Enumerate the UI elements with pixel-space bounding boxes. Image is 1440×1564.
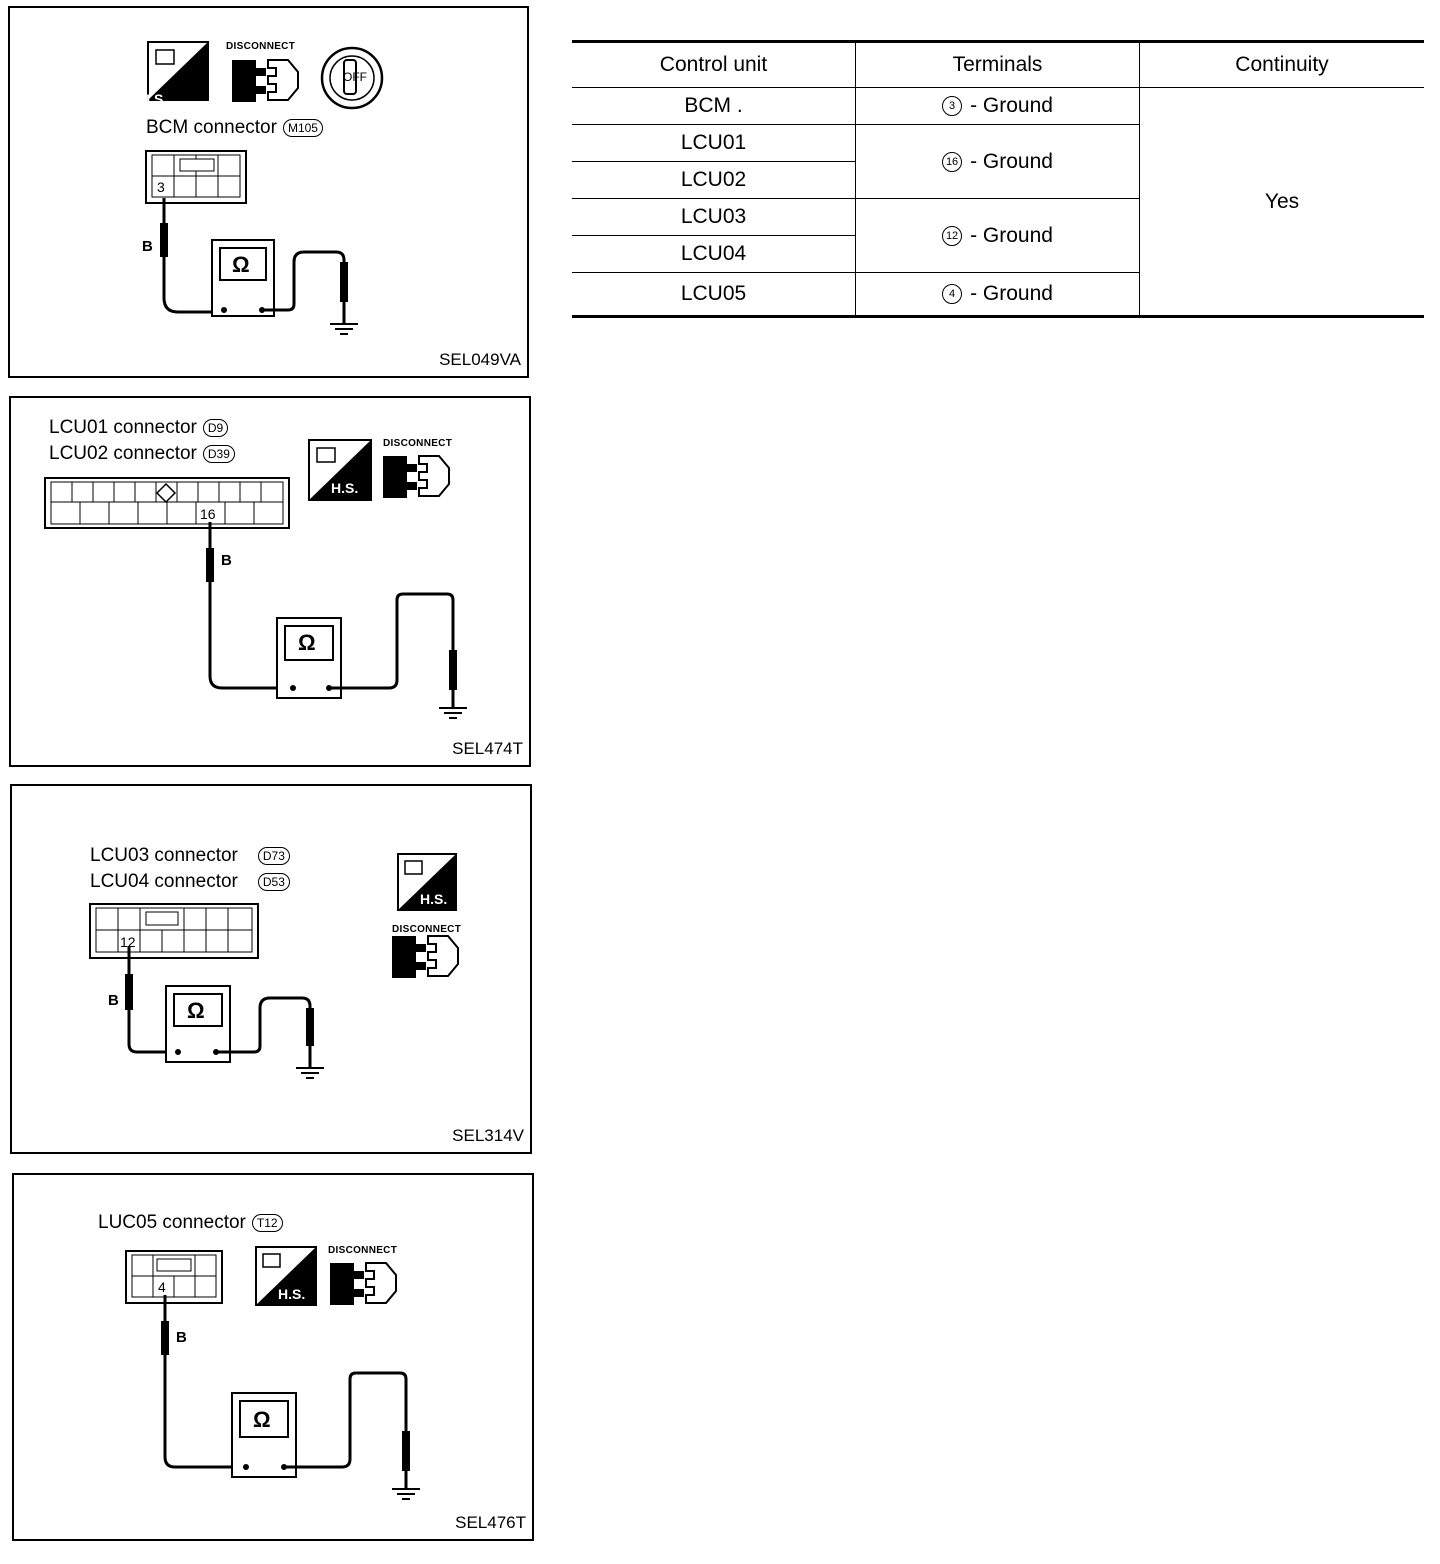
cell-unit: LCU01 — [572, 124, 856, 162]
cell-unit: LCU05 — [572, 272, 856, 317]
cell-terminal: 4- Ground — [855, 272, 1140, 317]
ohmmeter — [165, 985, 231, 1063]
disconnect-icon — [392, 935, 459, 978]
cell-terminal: 12- Ground — [855, 198, 1140, 273]
diagram-drawing — [44, 439, 467, 719]
ground-symbol — [392, 1488, 420, 1500]
ground-symbol — [296, 1067, 324, 1079]
bcm-connector-shape — [145, 150, 247, 204]
diagram-drawing — [89, 853, 459, 1079]
connector-id-badge: D53 — [257, 872, 290, 891]
disconnect-label: DISCONNECT — [392, 924, 462, 935]
continuity-table: Control unit Terminals Continuity BCM . … — [572, 40, 1424, 318]
hs-label: H.S. — [278, 1286, 306, 1302]
key-off-label: OFF — [343, 70, 367, 84]
wire-color: B — [176, 1329, 187, 1346]
terminal-pin-circle: 16 — [942, 151, 963, 172]
pin-number: 3 — [157, 179, 165, 195]
terminal-pin-circle: 12 — [942, 225, 963, 246]
pin-number: 4 — [158, 1279, 166, 1295]
figure-code: SEL476T — [455, 1513, 526, 1532]
pin-number: 12 — [120, 934, 136, 950]
lcu-connector-shape — [44, 477, 290, 529]
hs-label: H.S. — [140, 91, 168, 107]
omega-symbol: Ω — [253, 1407, 271, 1432]
ohmmeter — [276, 617, 342, 699]
connector-id-badge: M105 — [282, 118, 323, 137]
hand-service-icon — [147, 41, 209, 101]
table-row: LCU03 12- Ground — [572, 198, 1424, 273]
terminal-pin-circle: 4 — [942, 284, 963, 305]
disconnect-icon — [232, 59, 299, 102]
omega-symbol: Ω — [187, 998, 205, 1023]
ohmmeter — [211, 239, 275, 317]
terminal-pin-circle: 3 — [942, 96, 963, 117]
disconnect-label: DISCONNECT — [383, 438, 453, 449]
hs-label: H.S. — [420, 891, 448, 907]
ground-symbol — [330, 323, 358, 335]
cell-unit: LCU04 — [572, 235, 856, 273]
pin-number: 16 — [200, 506, 216, 522]
cell-unit: BCM . — [572, 87, 856, 125]
connector-id-badge: D9 — [202, 418, 229, 437]
cell-continuity: Yes — [1139, 87, 1424, 317]
disconnect-label: DISCONNECT — [226, 41, 296, 52]
diagram-drawing — [145, 41, 384, 335]
ground-symbol — [439, 707, 467, 719]
diagram-drawing — [125, 1246, 420, 1500]
disconnect-icon — [330, 1262, 397, 1305]
lcu-connector-shape — [89, 903, 259, 959]
figure-code: SEL049VA — [439, 350, 521, 369]
hs-label: H.S. — [331, 480, 359, 496]
ignition-off-icon — [320, 46, 384, 110]
ohmmeter — [231, 1392, 297, 1478]
table-row: LCU04 — [572, 235, 1424, 273]
hand-service-icon — [308, 439, 372, 501]
hand-service-icon — [255, 1246, 317, 1306]
cell-unit: LCU03 — [572, 198, 856, 236]
header-terminals: Terminals — [855, 41, 1140, 88]
wire-color: B — [108, 992, 119, 1009]
omega-symbol: Ω — [298, 630, 316, 655]
cell-unit: LCU02 — [572, 161, 856, 199]
header-continuity: Continuity — [1139, 41, 1424, 88]
connector-id-badge: D73 — [257, 846, 290, 865]
hand-service-icon — [397, 853, 457, 911]
connector-id-badge: D39 — [202, 444, 235, 463]
cell-terminal: 3- Ground — [855, 87, 1140, 125]
connector-id-badge: T12 — [251, 1213, 283, 1232]
disconnect-icon — [383, 455, 450, 498]
disconnect-label: DISCONNECT — [328, 1245, 398, 1256]
table-row: BCM . 3- Ground Yes — [572, 87, 1424, 317]
wire-color: B — [221, 552, 232, 569]
omega-symbol: Ω — [232, 252, 250, 277]
wire-color: B — [142, 238, 153, 255]
table-row: LCU05 4- Ground — [572, 272, 1424, 317]
header-control-unit: Control unit — [572, 41, 856, 88]
figure-code: SEL474T — [452, 739, 523, 758]
cell-terminal: 16- Ground — [855, 124, 1140, 199]
table-header-row: Control unit Terminals Continuity — [572, 41, 1424, 88]
luc05-connector-shape — [125, 1250, 223, 1304]
figure-code: SEL314V — [452, 1126, 524, 1145]
